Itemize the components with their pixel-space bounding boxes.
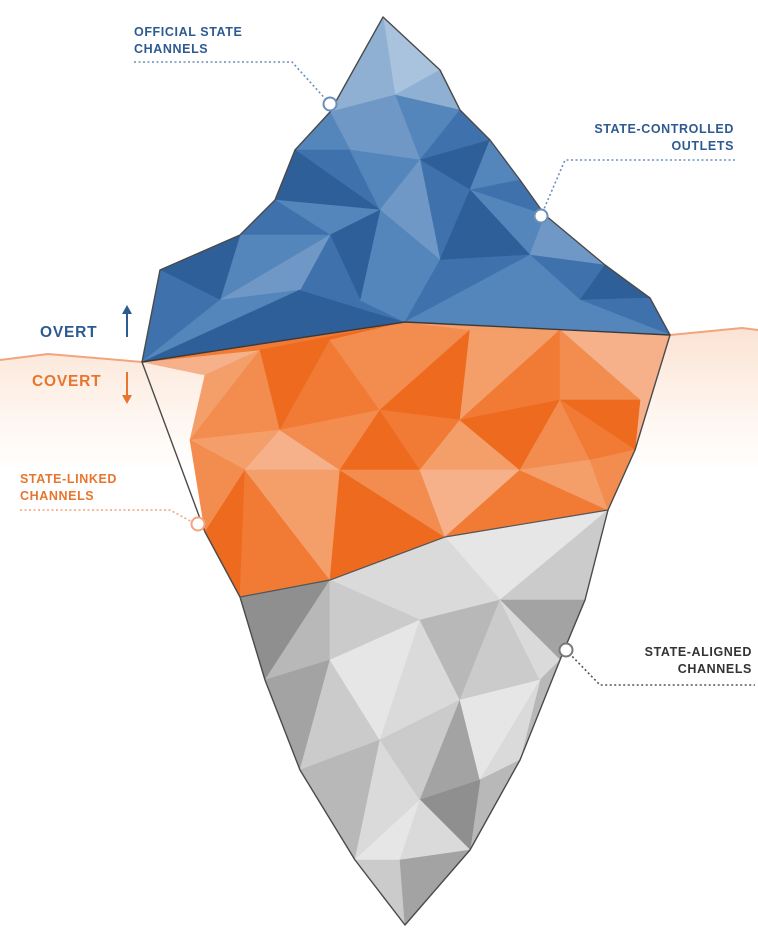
dot-controlled — [533, 208, 549, 224]
label-official-line1: OFFICIAL STATE — [134, 25, 242, 39]
iceberg-facets — [141, 16, 671, 926]
waterline — [0, 352, 143, 363]
leader-controlled — [540, 159, 735, 217]
dot-linked — [190, 516, 206, 532]
dot-official — [322, 96, 338, 112]
leader-linked — [20, 509, 197, 525]
label-controlled-line2: OUTLETS — [671, 139, 734, 153]
overt-covert-boundary — [141, 321, 671, 363]
label-official-line2: CHANNELS — [134, 42, 208, 56]
iceberg-outline — [141, 16, 671, 926]
label-aligned-line2: CHANNELS — [678, 662, 752, 676]
waterline-right — [669, 326, 758, 336]
label-covert: COVERT — [32, 373, 101, 390]
arrow-down-icon — [122, 372, 132, 404]
dot-aligned — [558, 642, 574, 658]
label-controlled-line1: STATE-CONTROLLED — [594, 122, 734, 136]
label-linked-line2: CHANNELS — [20, 489, 94, 503]
label-aligned-line1: STATE-ALIGNED — [645, 645, 752, 659]
arrow-up-icon — [122, 305, 132, 337]
label-overt: OVERT — [40, 324, 97, 341]
leader-official — [134, 61, 331, 105]
label-linked-line1: STATE-LINKED — [20, 472, 117, 486]
covert-deep-boundary — [239, 509, 609, 598]
